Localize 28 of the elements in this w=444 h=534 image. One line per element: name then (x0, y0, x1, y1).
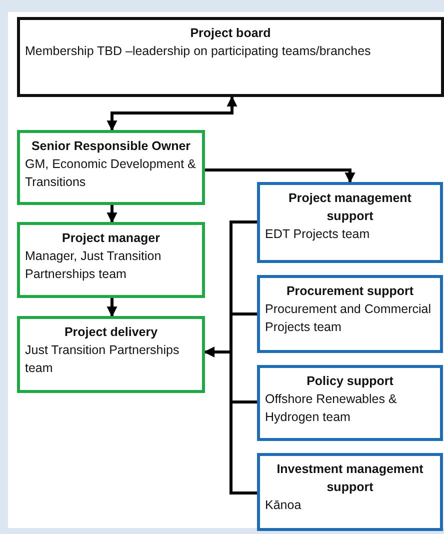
box-text: EDT Projects team (265, 226, 371, 243)
connector-arrow (205, 168, 356, 184)
box-heading: Procurement support (285, 283, 415, 300)
box-heading: Policy support (306, 373, 394, 390)
role-box (257, 453, 443, 531)
connector-arrow (106, 298, 118, 318)
box-text: Manager, Just Transition Partnerships team (25, 248, 162, 283)
box-heading: Investment management support (276, 461, 424, 496)
box-text: GM, Economic Development & Transitions (25, 156, 197, 191)
box-text: Offshore Renewables & Hydrogen team (265, 391, 398, 426)
role-box (257, 365, 443, 441)
connector-arrow (106, 96, 238, 132)
role-box (257, 182, 443, 263)
connector-arrow (106, 205, 118, 224)
role-box (17, 130, 205, 205)
role-box (17, 222, 205, 298)
board-box (17, 17, 444, 97)
box-text: Just Transition Partnerships team (25, 342, 180, 377)
role-box (17, 316, 205, 393)
box-heading: Project management support (288, 190, 412, 225)
box-heading: Project board (189, 25, 272, 42)
box-heading: Project delivery (63, 324, 159, 341)
box-text: Procurement and Commercial Projects team (265, 301, 432, 336)
box-heading: Project manager (61, 230, 161, 247)
box-text: Membership TBD –leadership on participating teams/branches (25, 43, 372, 60)
box-text: Kānoa (265, 497, 302, 514)
box-heading: Senior Responsible Owner (30, 138, 192, 155)
role-box (257, 275, 443, 353)
